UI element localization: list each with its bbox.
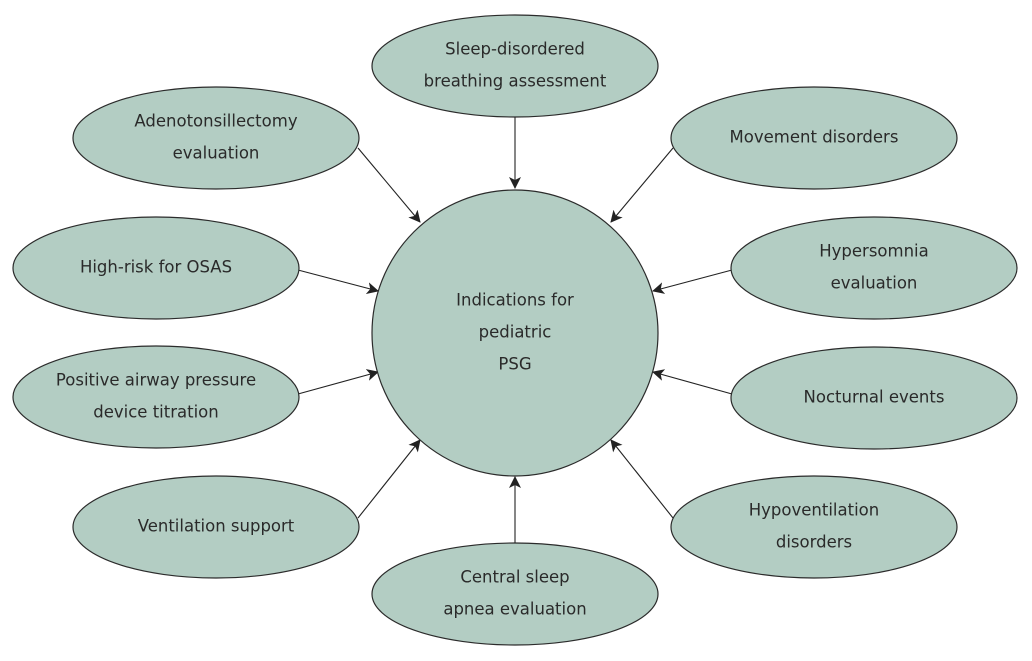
label-high-risk-osas-line-1: High-risk for OSAS — [80, 258, 232, 277]
label-hypersomnia-line-2: evaluation — [831, 274, 918, 293]
nodes: Sleep-disordered breathing assessmentMove… — [12, 14, 1018, 646]
center-label-line-2: pediatric — [479, 323, 552, 342]
node-high-risk-osas: High-risk for OSAS — [12, 216, 300, 320]
ellipse-positive-airway-pressure — [12, 345, 300, 449]
center-circle — [371, 189, 659, 477]
ellipse-adenotonsillectomy — [72, 86, 360, 190]
center-label-line-3: PSG — [498, 355, 531, 374]
node-hypoventilation: Hypoventilation disorders — [670, 475, 958, 579]
label-positive-airway-pressure-line-1: Positive airway pressure — [56, 371, 256, 390]
ellipse-sleep-disordered-breathing — [371, 14, 659, 118]
label-central-sleep-apnea-line-1: Central sleep — [460, 568, 569, 587]
arrow-hypoventilation — [610, 439, 674, 519]
ellipse-nocturnal-events — [730, 346, 1018, 450]
node-hypersomnia: Hypersomnia evaluation — [730, 216, 1018, 320]
label-sleep-disordered-breathing-line-1: Sleep-disordered — [445, 40, 585, 59]
label-sleep-disordered-breathing-line-2: breathing assessment — [424, 72, 607, 91]
label-positive-airway-pressure-line-2: device titration — [93, 403, 218, 422]
label-adenotonsillectomy-line-2: evaluation — [173, 144, 260, 163]
label-hypersomnia-line-1: Hypersomnia — [819, 242, 929, 261]
label-movement-disorders-line-1: Movement disorders — [730, 128, 899, 147]
label-nocturnal-events-line-1: Nocturnal events — [804, 388, 945, 407]
ellipse-hypersomnia — [730, 216, 1018, 320]
arrow-hypersomnia — [652, 269, 733, 294]
node-positive-airway-pressure: Positive airway pressure device titration — [12, 345, 300, 449]
ellipse-hypoventilation — [670, 475, 958, 579]
node-adenotonsillectomy: Adenotonsillectomy evaluation — [72, 86, 360, 190]
ellipse-ventilation-support — [72, 475, 360, 579]
node-central-sleep-apnea: Central sleep apnea evaluation — [371, 542, 659, 646]
node-ventilation-support: Ventilation support — [72, 475, 360, 579]
edges — [297, 117, 733, 543]
node-nocturnal-events: Nocturnal events — [730, 346, 1018, 450]
ellipse-central-sleep-apnea — [371, 542, 659, 646]
ellipse-high-risk-osas — [12, 216, 300, 320]
label-hypoventilation-line-2: disorders — [776, 533, 852, 552]
label-central-sleep-apnea-line-2: apnea evaluation — [443, 600, 586, 619]
label-ventilation-support-line-1: Ventilation support — [138, 517, 295, 536]
arrow-ventilation-support — [357, 439, 421, 519]
arrow-nocturnal-events — [652, 369, 733, 395]
center-label-line-1: Indications for — [456, 291, 574, 310]
arrow-movement-disorders — [610, 147, 674, 223]
arrow-high-risk-osas — [297, 269, 379, 295]
node-movement-disorders: Movement disorders — [670, 86, 958, 190]
label-hypoventilation-line-1: Hypoventilation — [749, 501, 879, 520]
node-sleep-disordered-breathing: Sleep-disordered breathing assessment — [371, 14, 659, 118]
ellipse-movement-disorders — [670, 86, 958, 190]
arrow-positive-airway-pressure — [297, 369, 379, 395]
arrow-adenotonsillectomy — [357, 147, 421, 223]
label-adenotonsillectomy-line-1: Adenotonsillectomy — [134, 112, 297, 131]
